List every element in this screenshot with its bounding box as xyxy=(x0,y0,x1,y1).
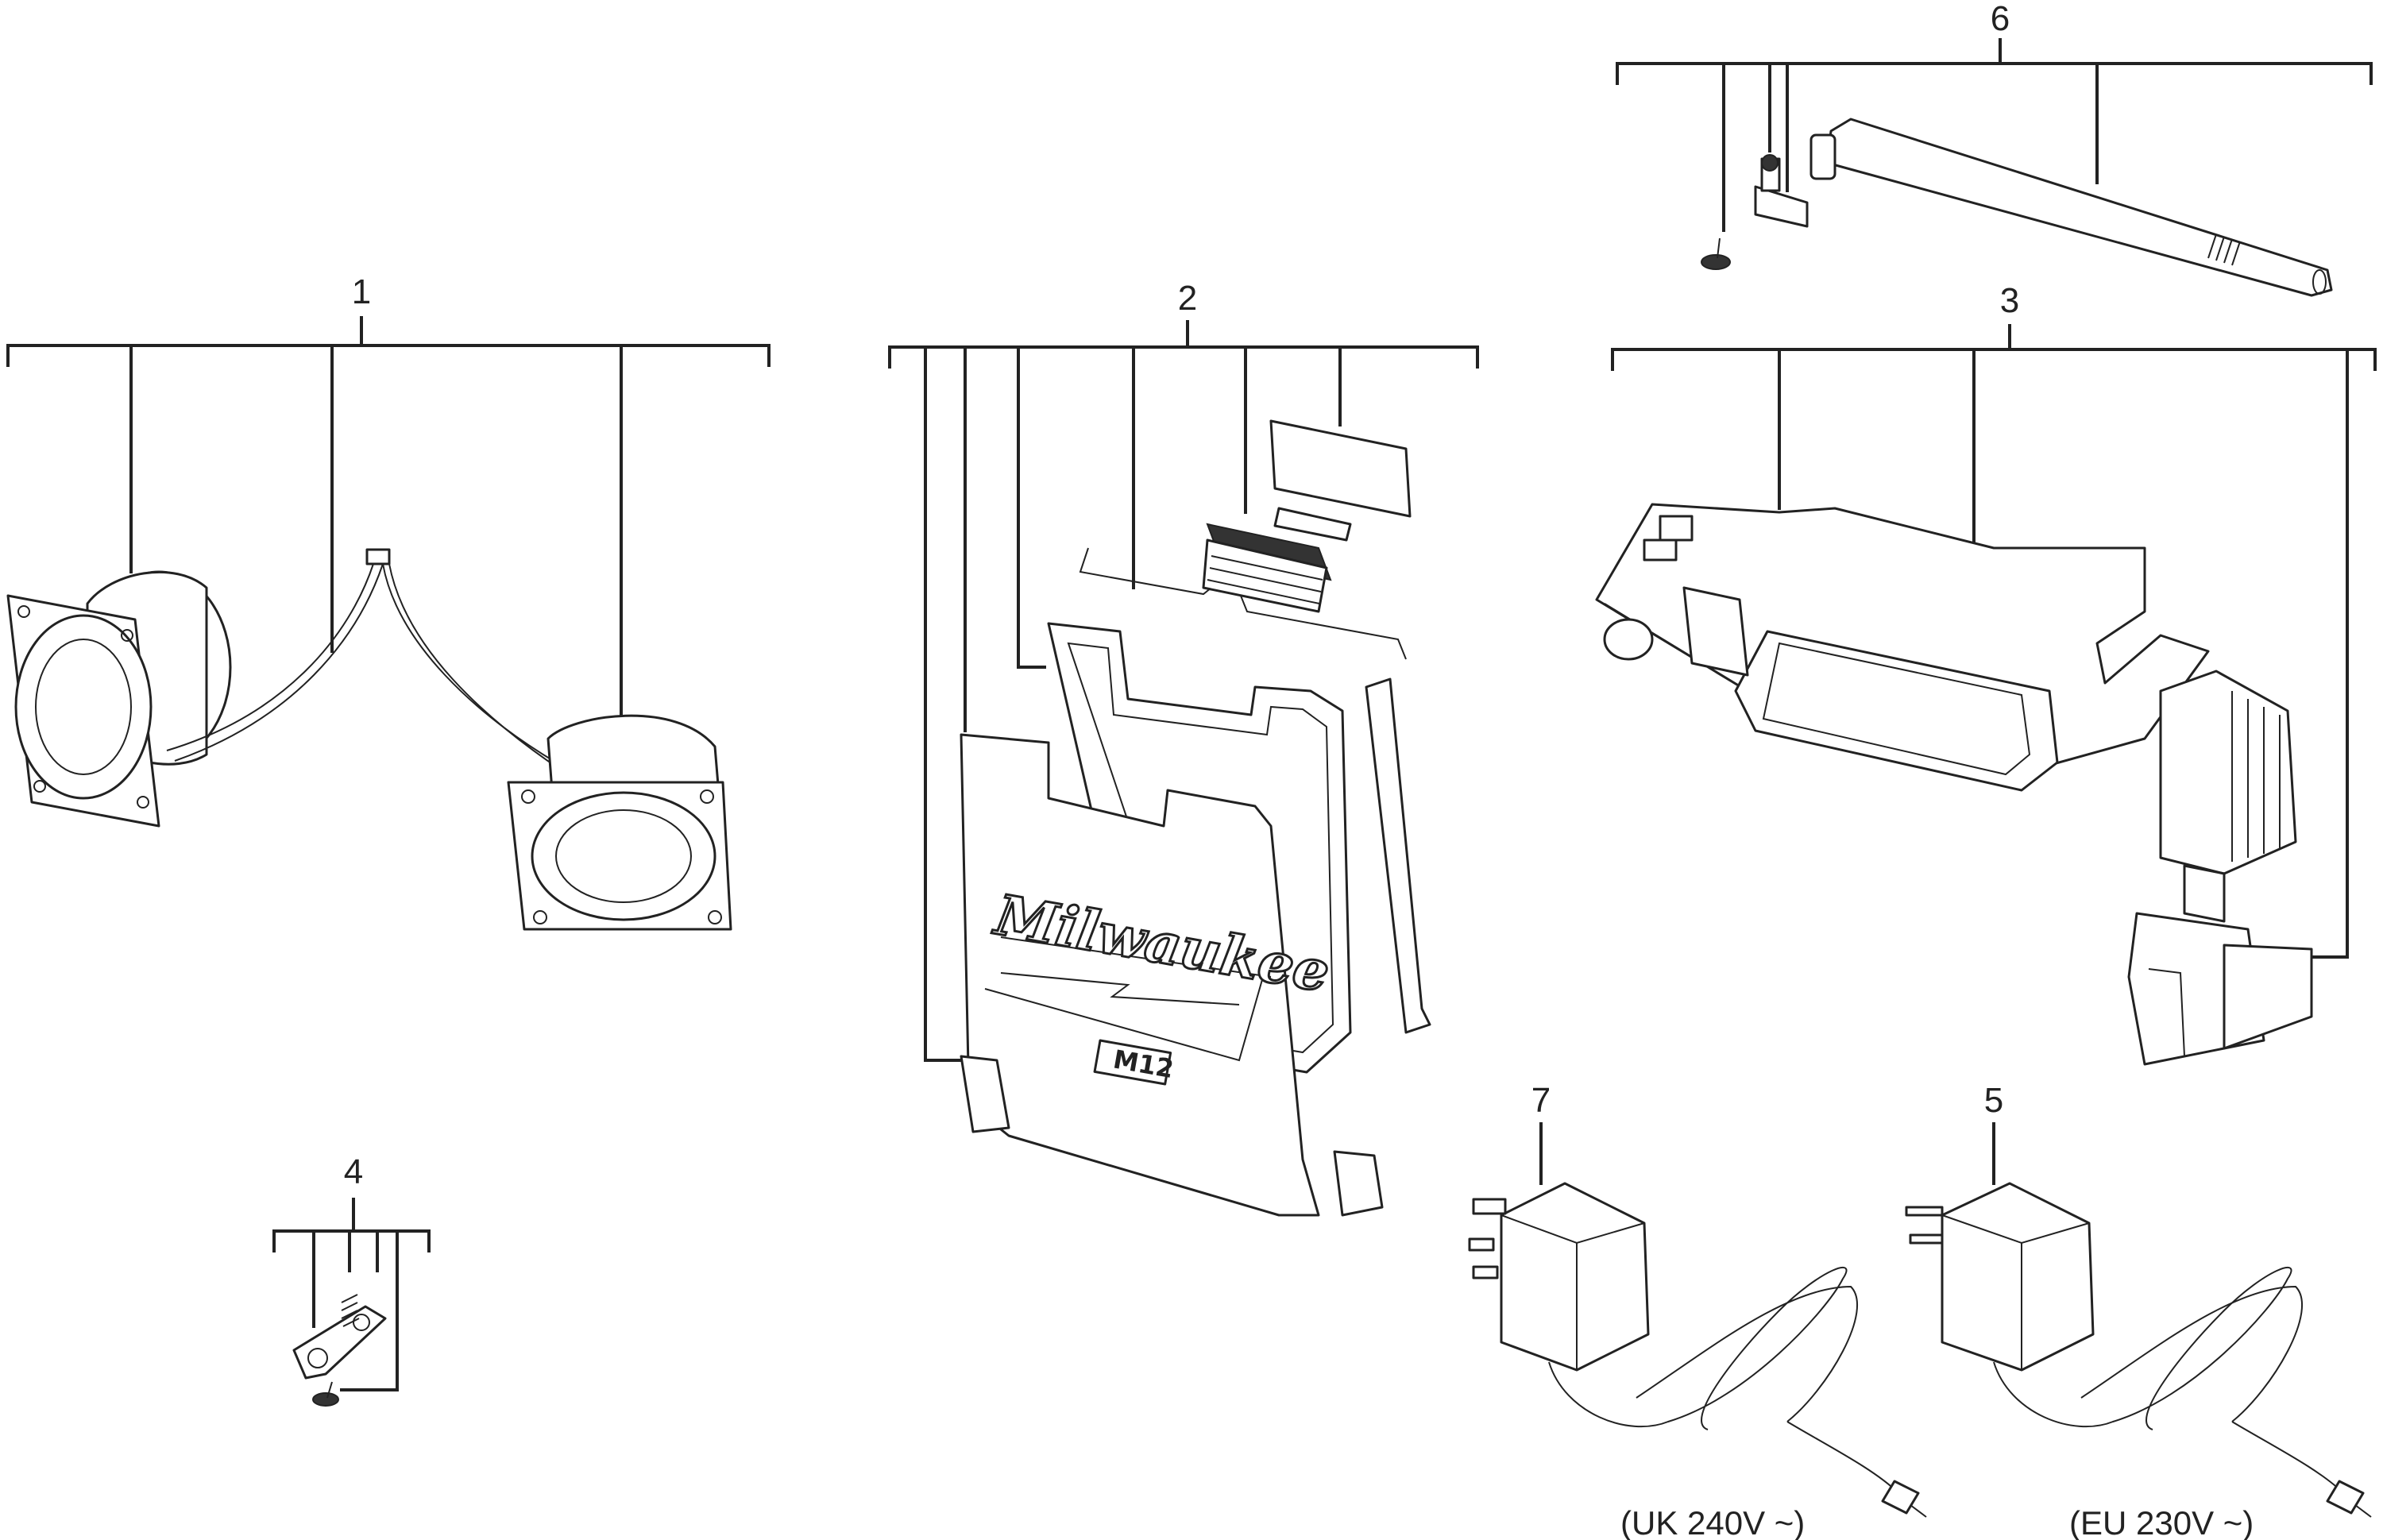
eu-power-adapter xyxy=(1905,1182,2372,1518)
battery-latch xyxy=(1202,419,1412,613)
callout-label-3: 3 xyxy=(2000,281,2019,320)
uk-power-adapter xyxy=(1468,1182,1927,1518)
uk-adapter-caption: (UK 240V ~) xyxy=(1620,1504,1805,1540)
leader-2c xyxy=(1017,345,1046,669)
bracket-6 xyxy=(1616,38,2373,85)
callout-label-7: 7 xyxy=(1531,1081,1551,1120)
front-cover: Milwaukee M12 xyxy=(960,733,1384,1217)
callout-group-7: 7 xyxy=(1531,1081,1551,1185)
leader-2a xyxy=(924,345,967,1062)
callout-label-1: 1 xyxy=(352,272,371,311)
latch-spring-part xyxy=(292,1294,387,1407)
leader-4d xyxy=(340,1229,399,1391)
callout-group-5: 5 xyxy=(1984,1081,2003,1185)
antenna-assembly xyxy=(1701,118,2333,297)
bracket-1 xyxy=(6,316,771,367)
speaker-right xyxy=(507,714,732,931)
callout-group-1: 1 xyxy=(6,272,771,740)
callout-group-4: 4 xyxy=(272,1152,431,1391)
main-circuit-board xyxy=(1595,503,2313,1066)
callout-group-2: 2 xyxy=(888,279,1479,1062)
callout-label-2: 2 xyxy=(1178,279,1197,318)
bracket-4 xyxy=(272,1198,431,1252)
callout-label-5: 5 xyxy=(1984,1081,2003,1120)
callout-label-6: 6 xyxy=(1991,0,2010,38)
speaker-wire-harness xyxy=(166,548,565,773)
eu-adapter-caption: (EU 230V ~) xyxy=(2069,1504,2254,1540)
callout-group-6: 6 xyxy=(1616,0,2373,232)
speaker-left xyxy=(6,570,232,828)
bracket-2 xyxy=(888,320,1479,369)
leader-3c xyxy=(2298,348,2349,959)
bracket-3 xyxy=(1611,324,2377,371)
callout-label-4: 4 xyxy=(344,1152,363,1191)
